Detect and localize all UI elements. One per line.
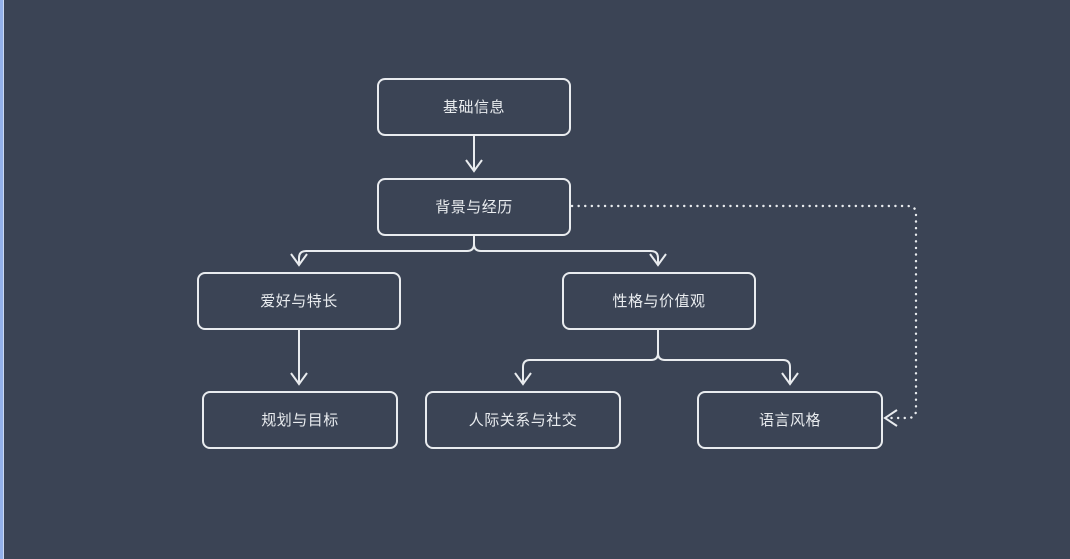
node-background-experience-box[interactable] bbox=[377, 178, 571, 236]
node-plans-goals[interactable]: 规划与目标 bbox=[202, 391, 398, 449]
node-relationships-social[interactable]: 人际关系与社交 bbox=[425, 391, 621, 449]
left-accent-rail-highlight bbox=[3, 0, 4, 559]
edge-hobbies-strengths-to-plans-goals bbox=[290, 329, 308, 386]
node-basic-info-label: 基础信息 bbox=[443, 99, 505, 116]
edge-background-experience-to-language-style-dotted bbox=[570, 204, 918, 427]
node-language-style-label: 语言风格 bbox=[759, 412, 821, 429]
node-basic-info-box[interactable] bbox=[377, 78, 571, 136]
node-personality-values[interactable]: 性格与价值观 bbox=[562, 272, 756, 330]
node-hobbies-strengths-box[interactable] bbox=[197, 272, 401, 330]
node-background-experience[interactable]: 背景与经历 bbox=[377, 178, 571, 236]
node-layer: 基础信息 背景与经历 爱好与特长 性格与价值观 规划与目标 人际关系与社交 bbox=[197, 78, 883, 449]
node-background-experience-label: 背景与经历 bbox=[435, 199, 513, 216]
left-accent-rail bbox=[0, 0, 3, 559]
node-plans-goals-label: 规划与目标 bbox=[261, 412, 339, 429]
edge-background-experience-to-children bbox=[290, 235, 667, 267]
node-hobbies-strengths[interactable]: 爱好与特长 bbox=[197, 272, 401, 330]
node-language-style[interactable]: 语言风格 bbox=[697, 391, 883, 449]
node-personality-values-label: 性格与价值观 bbox=[612, 293, 705, 310]
edge-basic-info-to-background-experience bbox=[465, 135, 483, 173]
node-relationships-social-box[interactable] bbox=[425, 391, 621, 449]
node-plans-goals-box[interactable] bbox=[202, 391, 398, 449]
edge-personality-values-to-children bbox=[514, 329, 799, 386]
node-language-style-box[interactable] bbox=[697, 391, 883, 449]
node-relationships-social-label: 人际关系与社交 bbox=[469, 411, 578, 429]
connector-layer bbox=[290, 135, 918, 427]
node-basic-info[interactable]: 基础信息 bbox=[377, 78, 571, 136]
node-hobbies-strengths-label: 爱好与特长 bbox=[260, 293, 338, 310]
node-personality-values-box[interactable] bbox=[562, 272, 756, 330]
